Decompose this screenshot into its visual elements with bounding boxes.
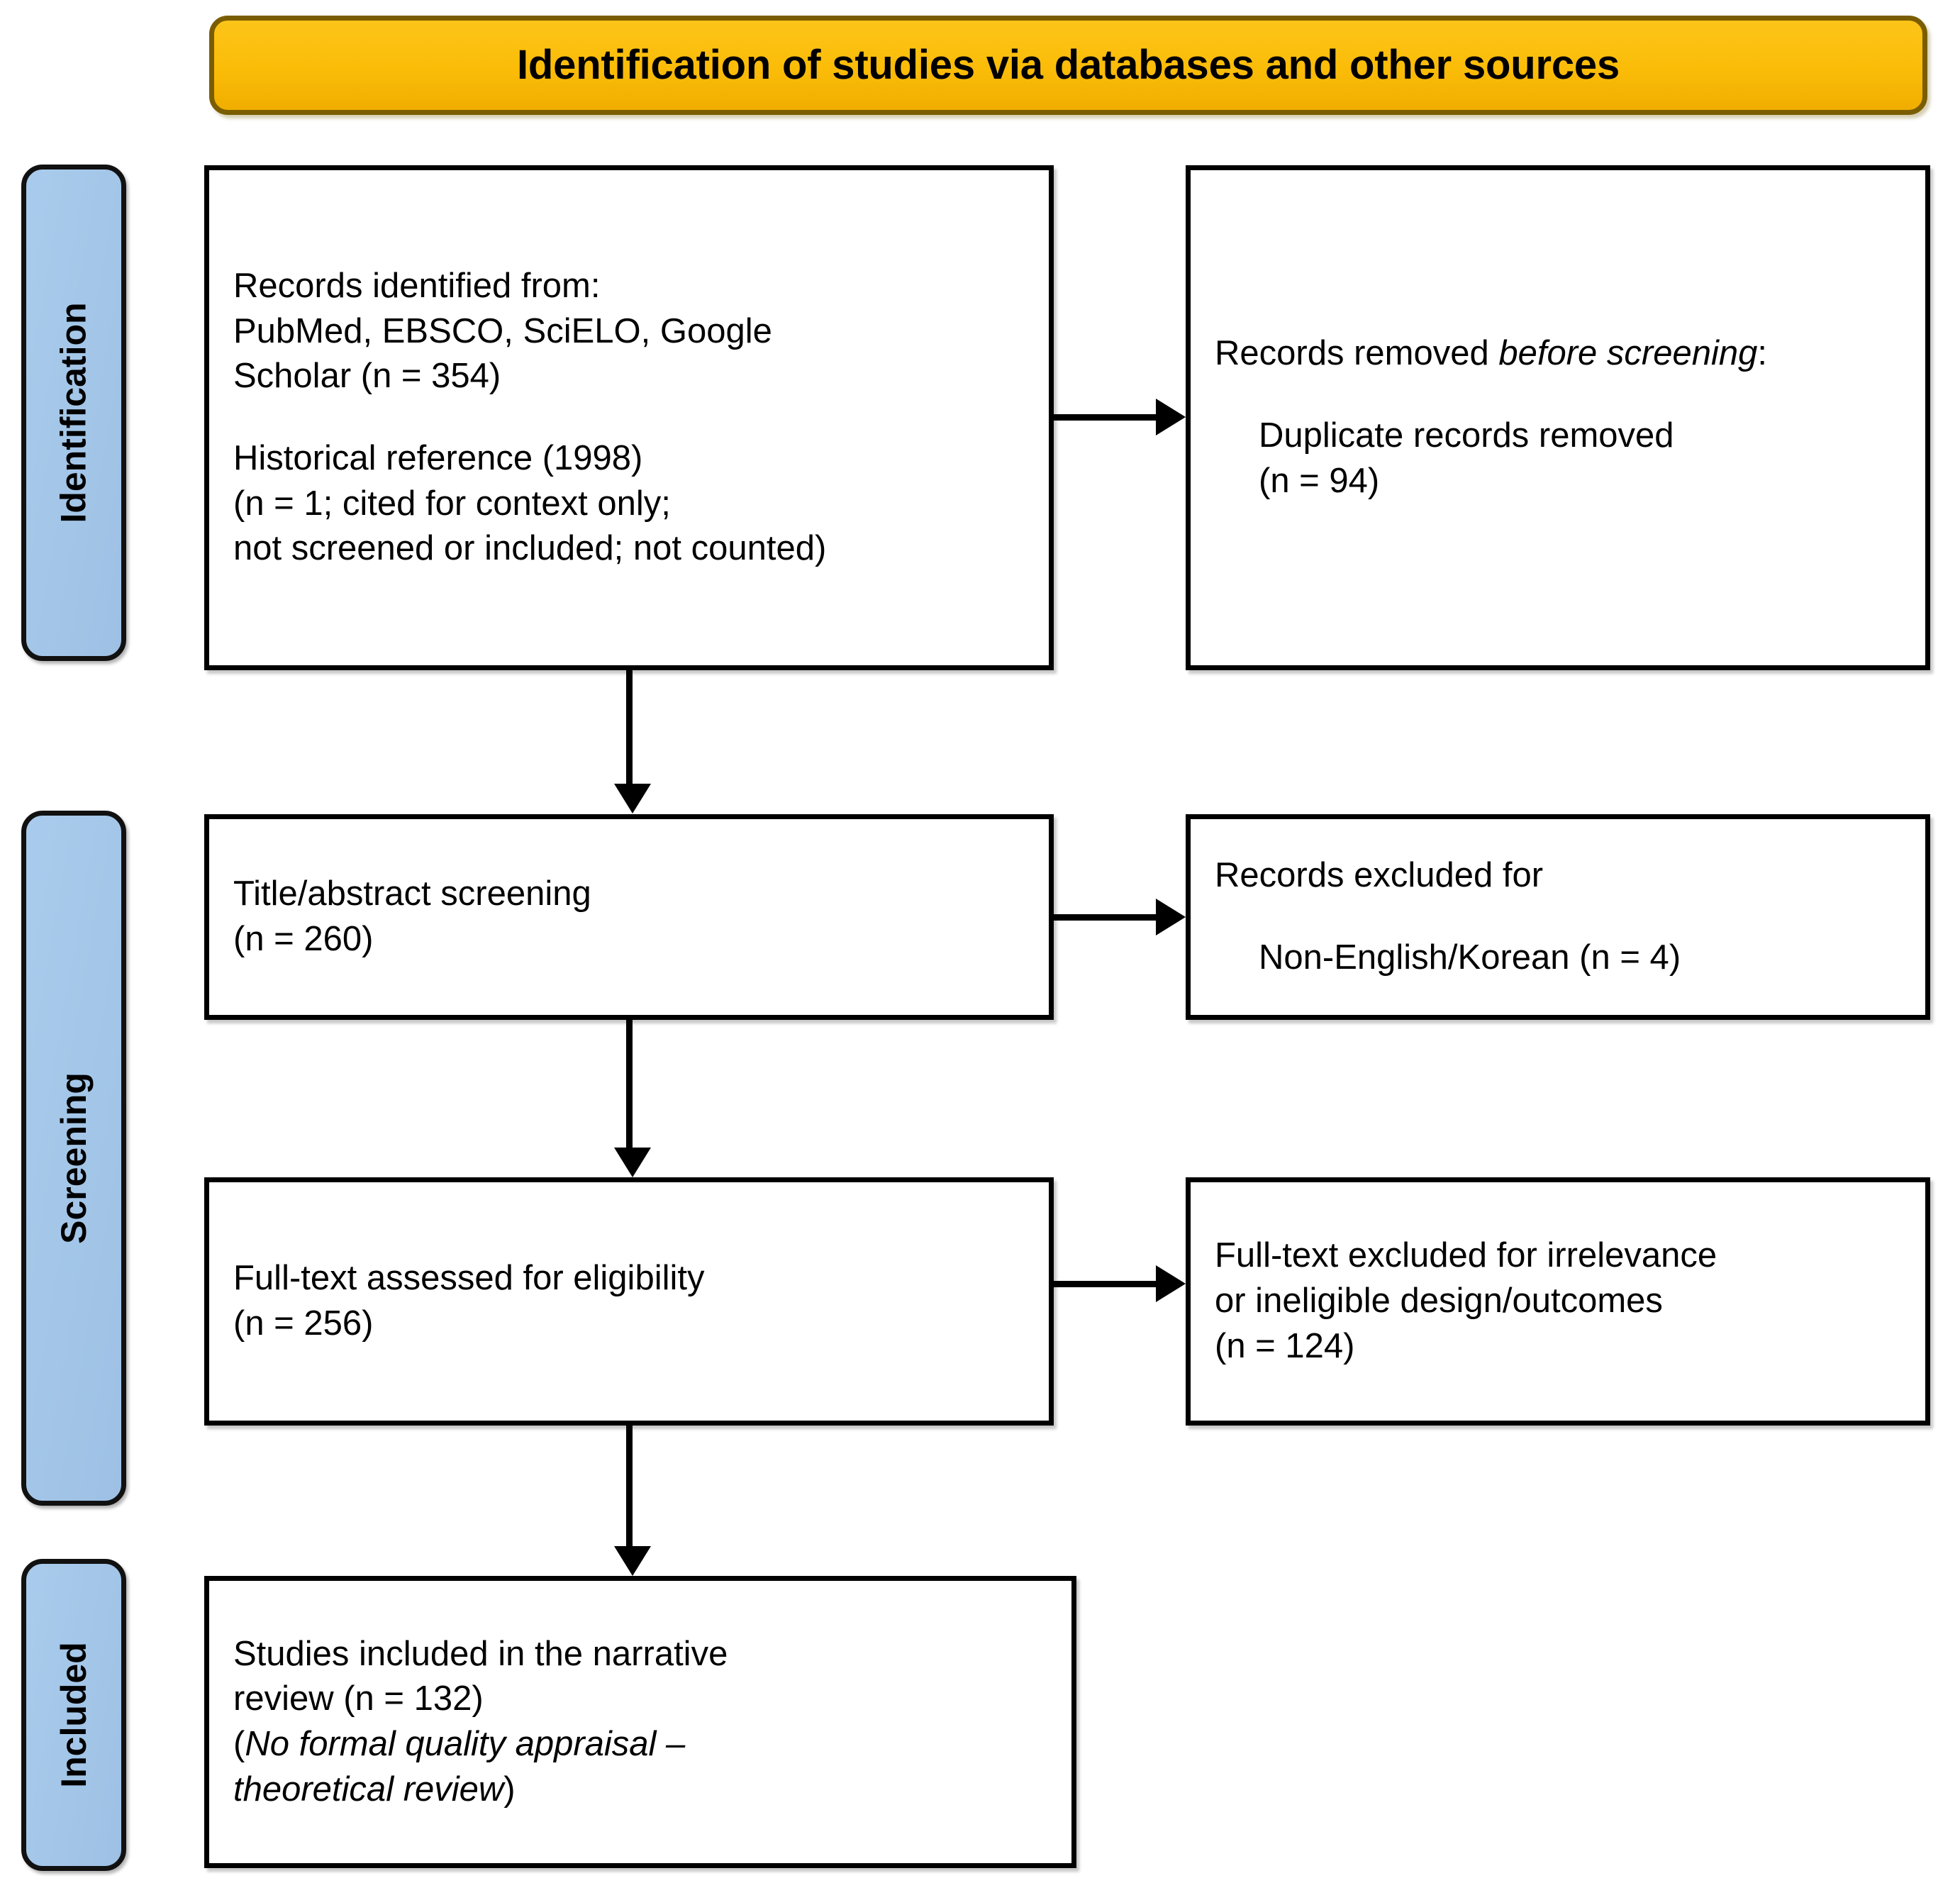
connector-screening-to-fulltext-line bbox=[626, 1020, 633, 1148]
diagram-header-banner: Identification of studies via databases … bbox=[209, 16, 1927, 115]
box-title-abstract-screening: Title/abstract screening (n = 260) bbox=[204, 814, 1054, 1020]
connector-fulltext-to-included-line bbox=[626, 1426, 633, 1546]
studies-included-note: (No formal quality appraisal – theoretic… bbox=[233, 1722, 1047, 1812]
studies-included-count: Studies included in the narrative review… bbox=[233, 1634, 728, 1718]
duplicate-records-removed: Duplicate records removed (n = 94) bbox=[1259, 416, 1674, 500]
box-studies-included: Studies included in the narrative review… bbox=[204, 1576, 1076, 1868]
stage-label-included: Included bbox=[21, 1559, 126, 1871]
connector-fulltext-to-included-arrow bbox=[614, 1546, 651, 1576]
fulltext-excluded-text: Full-text excluded for irrelevance or in… bbox=[1215, 1236, 1717, 1365]
box-records-identified: Records identified from: PubMed, EBSCO, … bbox=[204, 165, 1054, 670]
records-removed-heading-italic: before screening bbox=[1498, 334, 1758, 373]
records-removed-heading-plain: Records removed bbox=[1215, 334, 1499, 373]
connector-identified-to-screening-arrow bbox=[614, 784, 651, 813]
records-excluded-language-detail: Non-English/Korean (n = 4) bbox=[1259, 938, 1681, 977]
studies-included-note-italic: No formal quality appraisal – theoretica… bbox=[233, 1725, 686, 1809]
box-records-removed-before-screening: Records removed before screening: Duplic… bbox=[1186, 165, 1930, 670]
stage-label-screening: Screening bbox=[21, 811, 126, 1506]
box-fulltext-assessed: Full-text assessed for eligibility (n = … bbox=[204, 1177, 1054, 1426]
studies-included-note-open: ( bbox=[233, 1725, 245, 1763]
connector-screening-to-fulltext-arrow bbox=[614, 1148, 651, 1177]
stage-label-screening-text: Screening bbox=[54, 1072, 94, 1244]
connector-identified-to-removed-line bbox=[1054, 414, 1157, 421]
title-abstract-screening-text: Title/abstract screening (n = 260) bbox=[233, 874, 591, 958]
studies-included-note-close: ) bbox=[503, 1770, 516, 1809]
records-identified-sources: Records identified from: PubMed, EBSCO, … bbox=[233, 266, 772, 396]
stage-label-identification-text: Identification bbox=[54, 302, 94, 523]
records-removed-heading: Records removed before screening: bbox=[1215, 331, 1901, 377]
connector-screening-to-excluded-line bbox=[1054, 914, 1157, 921]
records-removed-heading-tail: : bbox=[1757, 334, 1767, 373]
records-excluded-heading: Records excluded for bbox=[1215, 856, 1544, 895]
connector-fulltext-to-excluded-line bbox=[1054, 1281, 1157, 1287]
connector-identified-to-screening-line bbox=[626, 670, 633, 784]
records-identified-historical: Historical reference (1998) (n = 1; cite… bbox=[233, 439, 827, 568]
connector-identified-to-removed-arrow bbox=[1156, 399, 1186, 435]
box-fulltext-excluded: Full-text excluded for irrelevance or in… bbox=[1186, 1177, 1930, 1426]
connector-fulltext-to-excluded-arrow bbox=[1156, 1265, 1186, 1302]
fulltext-assessed-text: Full-text assessed for eligibility (n = … bbox=[233, 1259, 705, 1343]
diagram-title: Identification of studies via databases … bbox=[517, 42, 1620, 89]
stage-label-identification: Identification bbox=[21, 165, 126, 661]
connector-screening-to-excluded-arrow bbox=[1156, 899, 1186, 935]
box-records-excluded-language: Records excluded for Non-English/Korean … bbox=[1186, 814, 1930, 1020]
stage-label-included-text: Included bbox=[54, 1642, 94, 1788]
